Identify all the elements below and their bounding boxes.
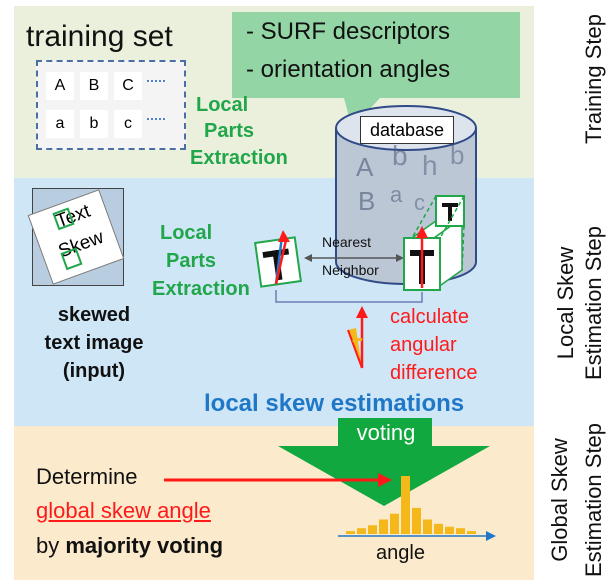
db-glyph: A: [356, 152, 374, 182]
extraction-label-line: Parts: [166, 250, 217, 272]
db-glyph: a: [390, 182, 403, 207]
skewed-text-caption-line: text image: [44, 332, 144, 354]
local-step-label-line: Local Skew: [553, 246, 578, 360]
histogram-bar: [456, 528, 465, 534]
histogram-bar: [390, 513, 399, 534]
histogram-bar: [423, 519, 432, 534]
extraction-label-line: Local: [196, 94, 249, 116]
training-step-label: Training Step: [581, 13, 606, 145]
histogram-bar: [412, 507, 421, 534]
skewed-text-caption-line: skewed: [57, 304, 131, 326]
char-cell: A: [46, 72, 74, 100]
calc-label-line: difference: [390, 362, 478, 384]
char-cell: c: [114, 110, 142, 138]
db-glyph: B: [358, 186, 376, 216]
db-glyph: b: [450, 140, 465, 170]
voting-label: voting: [356, 420, 416, 445]
training-set-title: training set: [26, 20, 173, 53]
extraction-label-line: Parts: [204, 120, 255, 142]
db-glyph: h: [422, 150, 438, 181]
ellipsis: ·····: [145, 108, 167, 128]
char-cell: C: [114, 72, 142, 100]
callout-line-2: - orientation angles: [246, 56, 451, 83]
database-label: database: [360, 116, 454, 144]
callout-line-1: - SURF descriptors: [246, 18, 451, 45]
axis-label: angle: [376, 542, 425, 564]
calc-label-line: calculate: [390, 306, 469, 328]
db-glyph: c: [414, 190, 425, 215]
char-cell: b: [80, 110, 108, 138]
global-step-label-line: Estimation Step: [581, 422, 606, 578]
extraction-label-line: Extraction: [152, 278, 250, 300]
histogram-bar: [434, 523, 443, 534]
majority-voting-line: by majority voting: [36, 533, 223, 559]
histogram-bar: [357, 528, 366, 534]
char-cell: a: [46, 110, 74, 138]
extraction-label-line: Local: [160, 222, 213, 244]
char-cell: B: [80, 72, 108, 100]
histogram-bar: [379, 519, 388, 534]
histogram-bar: [346, 531, 355, 534]
histogram-bar: [401, 476, 410, 534]
by-label: by: [36, 533, 66, 558]
db-glyph: b: [392, 140, 408, 171]
histogram-bar: [445, 526, 454, 534]
skewed-text-caption-line: (input): [62, 360, 126, 382]
determine-label: Determine: [36, 464, 138, 489]
global-step-label-line: Global Skew: [547, 438, 572, 562]
global-angle-label: global skew angle: [36, 498, 211, 523]
histogram-bar: [368, 525, 377, 534]
nn-label-line: Nearest: [322, 234, 372, 250]
local-skew-estimations-label: local skew estimations: [204, 390, 465, 417]
local-step-label-line: Estimation Step: [581, 225, 606, 381]
majority-voting-label: majority voting: [65, 533, 224, 558]
histogram-bar: [467, 531, 476, 534]
ellipsis: ·····: [145, 70, 167, 90]
nn-label-line: Neighbor: [322, 262, 379, 278]
calc-label-line: angular: [390, 334, 457, 356]
extraction-label-line: Extraction: [190, 147, 288, 169]
